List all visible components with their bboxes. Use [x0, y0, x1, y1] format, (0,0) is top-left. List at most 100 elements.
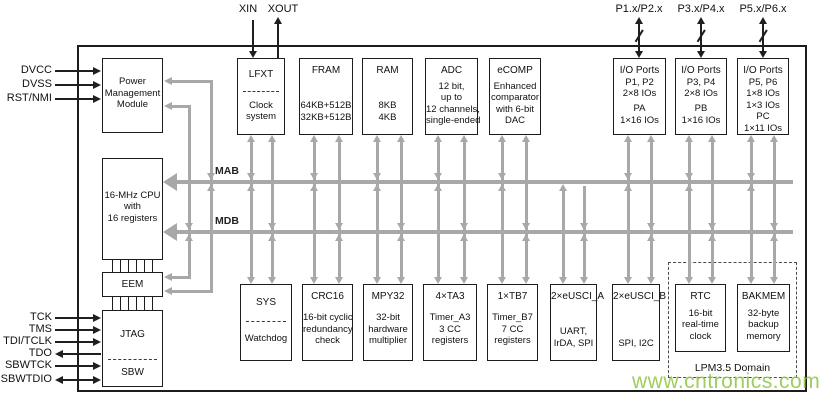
pin-label-tditclk: TDI/TCLK [3, 335, 52, 347]
arrowhead-up-icon [580, 233, 588, 241]
arrowhead-down-icon [708, 223, 716, 230]
eem-jtag-connector [112, 297, 121, 310]
arrowhead-down-icon [647, 223, 655, 230]
wire-line [375, 139, 379, 281]
bus-mab [177, 180, 793, 184]
arrowhead-down-icon [373, 277, 381, 284]
arrowhead-down-icon [249, 51, 257, 58]
block-title: BAKMEM [741, 291, 786, 302]
arrowhead-right-icon [93, 314, 101, 322]
cpu-eem-connector [144, 260, 153, 272]
block-title: RTC [690, 291, 711, 302]
arrowhead-right-icon [93, 95, 101, 103]
arrowhead-up-icon [522, 233, 530, 241]
wire-line [762, 23, 764, 53]
arrowhead-right-icon [93, 362, 101, 370]
arrowhead-up-icon [247, 135, 255, 142]
arrowhead-up-icon [397, 135, 405, 142]
arrowhead-up-icon [460, 135, 468, 142]
pin-label-p3p4: P3.x/P4.x [677, 3, 725, 15]
wire-line [462, 139, 466, 281]
arrowhead-down-icon [522, 277, 530, 284]
wire-line [277, 24, 279, 59]
arrowhead-up-icon [185, 233, 193, 241]
wire-line [249, 139, 253, 281]
pin-label-tck: TCK [30, 311, 52, 323]
wire-line [55, 84, 94, 86]
arrowhead-up-icon [770, 135, 778, 142]
arrowhead-down-icon [624, 173, 632, 180]
arrowhead-up-icon [708, 233, 716, 241]
wire-line [63, 379, 93, 381]
arrowhead-up-icon [268, 233, 276, 241]
wire-line [55, 341, 94, 343]
arrowhead-up-icon [498, 135, 506, 142]
block-sys: SYS Watchdog [240, 284, 292, 361]
arrowhead-up-icon [207, 183, 215, 191]
pin-label-sbwtck: SBWTCK [4, 359, 52, 371]
wire-line [772, 139, 776, 281]
block-title: CRC16 [311, 291, 344, 302]
block-eusci-b: 2×eUSCI_B SPI, I2C [612, 284, 667, 361]
wire-line [436, 139, 440, 281]
arrowhead-down-icon [635, 51, 643, 58]
wire-line [252, 20, 254, 52]
bus-label-mdb: MDB [215, 215, 239, 227]
wire-line [710, 139, 714, 281]
pin-label-tms: TMS [28, 323, 52, 335]
bus-arrowhead-left-icon [163, 222, 177, 241]
wire-line [626, 139, 630, 281]
wire-line [524, 139, 528, 281]
block-title: 2×eUSCI_B [613, 291, 667, 302]
pin-label-dvcc: DVCC [20, 64, 52, 76]
wire-line [638, 23, 640, 53]
block-title: 2×eUSCI_A [551, 291, 605, 302]
arrowhead-up-icon [335, 135, 343, 142]
arrowhead-up-icon [697, 17, 705, 24]
arrowhead-up-icon [268, 135, 276, 142]
arrowhead-up-icon [685, 183, 693, 191]
arrowhead-down-icon [247, 173, 255, 180]
wire-line [170, 79, 213, 83]
arrowhead-down-icon [685, 173, 693, 180]
block-title: 4×TA3 [435, 291, 465, 302]
wire-line [55, 329, 94, 331]
arrowhead-down-icon [559, 277, 567, 284]
block-title: MPY32 [371, 291, 405, 302]
arrowhead-up-icon [373, 135, 381, 142]
arrowhead-down-icon [747, 277, 755, 284]
arrowhead-down-icon [770, 277, 778, 284]
pin-label-xin: XIN [238, 3, 258, 15]
arrowhead-left-icon [55, 376, 63, 384]
arrowhead-down-icon [434, 277, 442, 284]
arrowhead-down-icon [397, 277, 405, 284]
block-desc: UART,IrDA, SPI [553, 326, 594, 349]
arrowhead-down-icon [697, 51, 705, 58]
arrowhead-down-icon [498, 277, 506, 284]
block-eem: EEM [102, 272, 163, 297]
wire-line [55, 365, 94, 367]
block-title: RAM [376, 65, 399, 76]
wire-line [749, 139, 753, 281]
wire-line [312, 139, 316, 281]
arrowhead-down-icon [268, 277, 276, 284]
arrowhead-down-icon [207, 173, 215, 180]
